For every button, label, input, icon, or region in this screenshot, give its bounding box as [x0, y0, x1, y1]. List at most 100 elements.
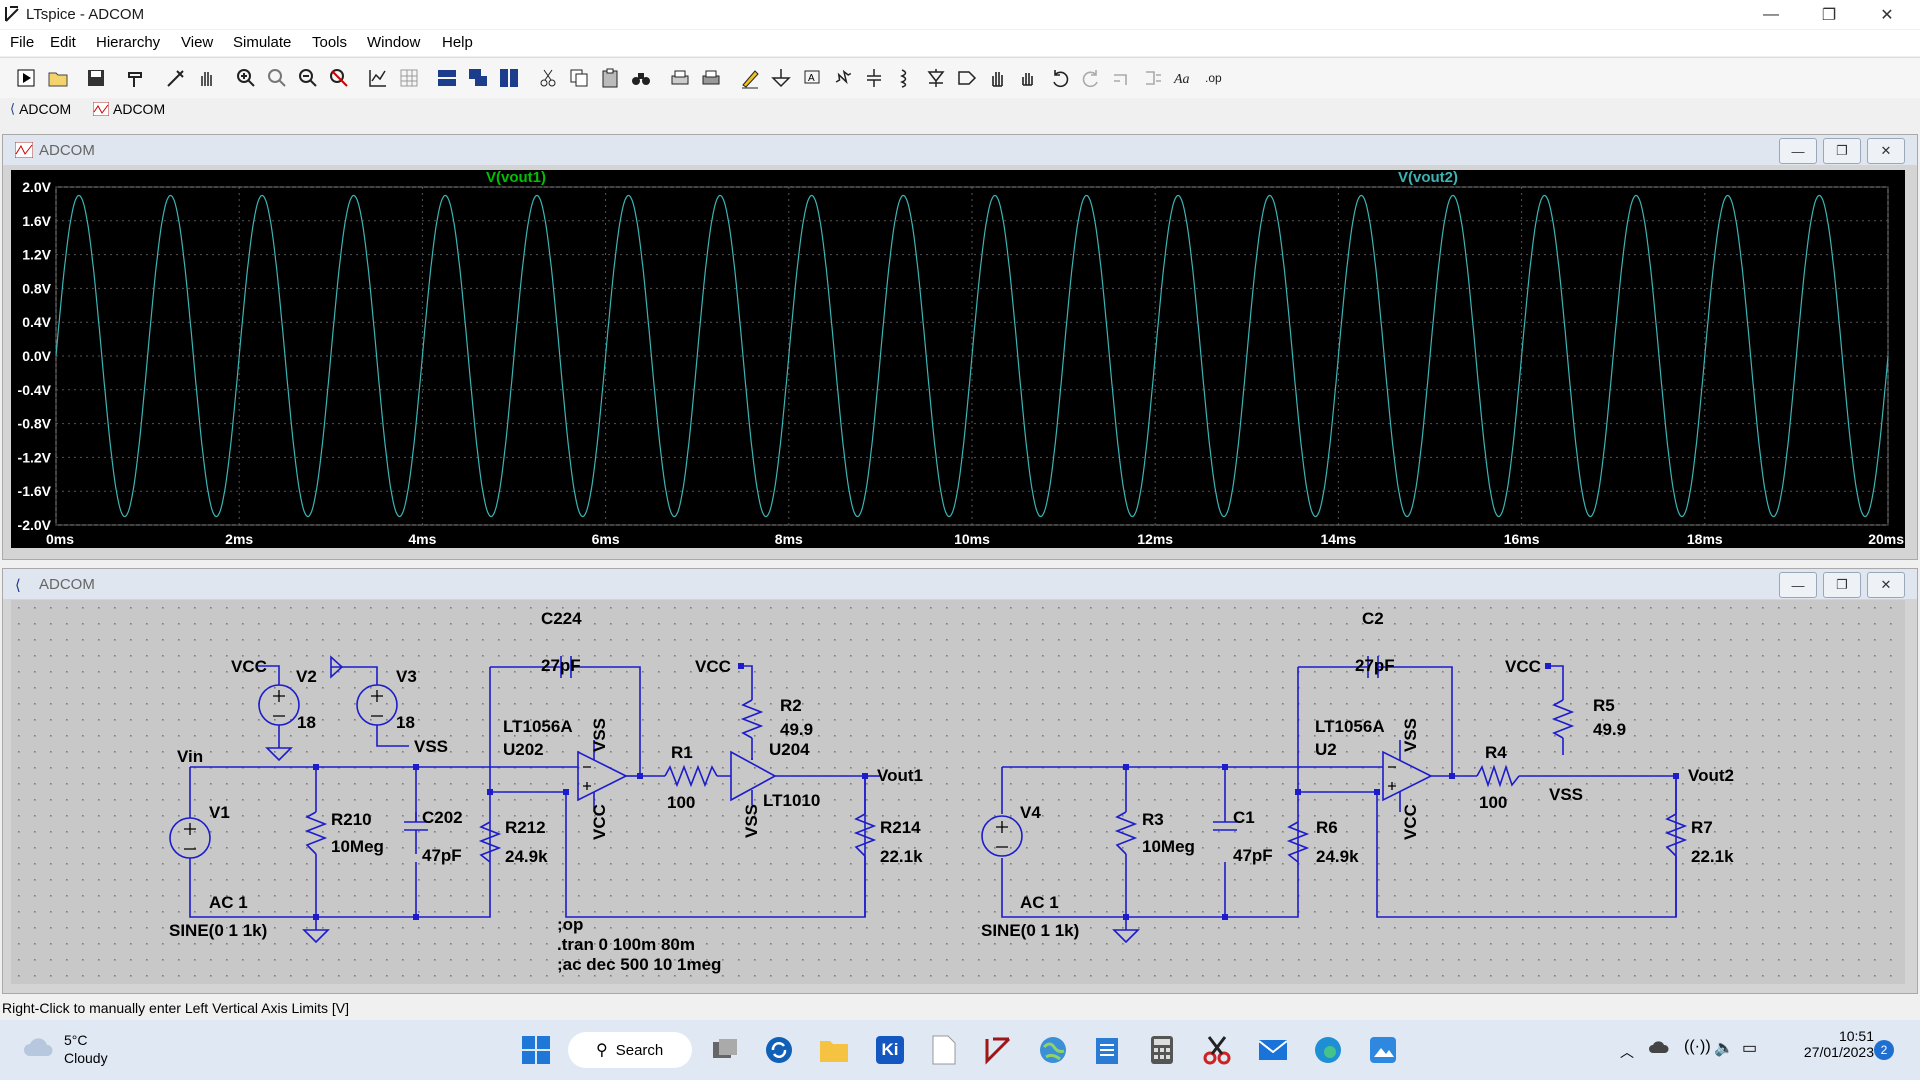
taskbar-globe-app[interactable]	[1035, 1032, 1071, 1068]
spice-directive-op[interactable]: ;op	[557, 915, 583, 934]
y-tick-label[interactable]: 0.8V	[22, 280, 51, 296]
find-button[interactable]	[627, 64, 655, 92]
y-tick-label[interactable]: 1.2V	[22, 247, 51, 263]
zoom-in-button[interactable]	[232, 64, 260, 92]
x-tick-label[interactable]: 0ms	[46, 531, 74, 547]
menu-file[interactable]: File	[10, 34, 35, 51]
x-tick-label[interactable]: 10ms	[954, 531, 990, 547]
copy-button[interactable]	[565, 64, 593, 92]
open-button[interactable]	[44, 64, 72, 92]
y-tick-label[interactable]: -0.4V	[18, 382, 52, 398]
x-tick-label[interactable]: 20ms	[1868, 531, 1904, 547]
x-tick-label[interactable]: 14ms	[1320, 531, 1356, 547]
draw-wire-button[interactable]	[736, 64, 764, 92]
show-hidden-icons-button[interactable]: ︿	[1620, 1042, 1634, 1062]
schematic-canvas[interactable]: VCC V2 V3 18 18 VSS Vin V1 AC 1 SINE(0 1…	[11, 600, 1905, 984]
save-button[interactable]	[82, 64, 110, 92]
label-net-button[interactable]: A	[798, 64, 826, 92]
text-button[interactable]: Aa	[1170, 64, 1198, 92]
x-tick-label[interactable]: 12ms	[1137, 531, 1173, 547]
y-tick-label[interactable]: -0.8V	[18, 416, 52, 432]
component-button[interactable]	[953, 64, 981, 92]
taskbar-ltspice[interactable]	[980, 1032, 1016, 1068]
clock[interactable]: 10:51 27/01/2023	[1784, 1028, 1874, 1060]
cascade-button[interactable]	[464, 64, 492, 92]
waveform-maximize-button[interactable]: ❐	[1823, 138, 1861, 164]
undo-button[interactable]	[1046, 64, 1074, 92]
x-tick-label[interactable]: 2ms	[225, 531, 253, 547]
taskbar-notepad-file[interactable]	[926, 1032, 962, 1068]
paste-button[interactable]	[596, 64, 624, 92]
task-view-button[interactable]	[707, 1032, 743, 1068]
drag-button[interactable]	[1015, 64, 1043, 92]
y-tick-label[interactable]: -2.0V	[18, 517, 52, 533]
spice-directive-button[interactable]: .op	[1201, 64, 1229, 92]
zoom-fit-button[interactable]	[263, 64, 291, 92]
inductor-button[interactable]	[891, 64, 919, 92]
tile-vertical-button[interactable]	[495, 64, 523, 92]
pan-button[interactable]	[193, 64, 221, 92]
trace-label-vout2[interactable]: V(vout2)	[1398, 169, 1458, 186]
autorange-button[interactable]	[364, 64, 392, 92]
y-tick-label[interactable]: 1.6V	[22, 213, 51, 229]
wifi-tray-icon[interactable]: ((·))	[1684, 1038, 1711, 1056]
spice-directive-tran[interactable]: .tran 0 100m 80m	[557, 935, 695, 954]
taskbar-file-explorer[interactable]	[816, 1032, 852, 1068]
tab-waveform[interactable]: ADCOM	[93, 101, 165, 117]
trace-vout2-line[interactable]	[55, 194, 1889, 518]
menu-window[interactable]: Window	[367, 34, 421, 51]
menu-edit[interactable]: Edit	[50, 34, 76, 51]
tile-horizontal-button[interactable]	[433, 64, 461, 92]
start-button[interactable]	[518, 1032, 554, 1068]
ground-button[interactable]	[767, 64, 795, 92]
diode-button[interactable]	[922, 64, 950, 92]
y-tick-label[interactable]: 2.0V	[22, 179, 51, 195]
print-preview-button[interactable]	[666, 64, 694, 92]
run-button[interactable]	[12, 64, 40, 92]
onedrive-tray-icon[interactable]	[1648, 1040, 1670, 1059]
tab-schematic[interactable]: ⟨ ADCOM	[10, 101, 71, 117]
taskbar-edge[interactable]	[1310, 1032, 1346, 1068]
y-tick-label[interactable]: 0.4V	[22, 314, 51, 330]
zoom-cancel-button[interactable]	[325, 64, 353, 92]
waveform-close-button[interactable]: ✕	[1867, 138, 1905, 164]
rotate-button[interactable]	[1108, 64, 1136, 92]
minimize-button[interactable]: —	[1742, 0, 1800, 29]
y-tick-label[interactable]: -1.6V	[18, 483, 52, 499]
trace-label-vout1[interactable]: V(vout1)	[486, 169, 546, 186]
grid-button[interactable]	[395, 64, 423, 92]
taskbar-edge-dev[interactable]	[761, 1032, 797, 1068]
waveform-plot-area[interactable]: V(vout1) V(vout2) 2.0V 1.6V 1.2V 0.8V 0.4V 0.…	[11, 169, 1905, 548]
schematic-maximize-button[interactable]: ❐	[1823, 572, 1861, 598]
taskbar-notepad[interactable]	[1089, 1032, 1125, 1068]
battery-tray-icon[interactable]: ▭	[1742, 1038, 1757, 1058]
x-tick-label[interactable]: 18ms	[1687, 531, 1723, 547]
control-panel-button[interactable]	[122, 64, 150, 92]
menu-view[interactable]: View	[181, 34, 214, 51]
x-tick-label[interactable]: 16ms	[1504, 531, 1540, 547]
x-tick-label[interactable]: 4ms	[408, 531, 436, 547]
taskbar-photos[interactable]	[1365, 1032, 1401, 1068]
capacitor-button[interactable]	[860, 64, 888, 92]
print-button[interactable]	[697, 64, 725, 92]
y-tick-label[interactable]: -1.2V	[18, 449, 52, 465]
taskbar-mail[interactable]	[1255, 1032, 1291, 1068]
weather-widget[interactable]: 5°C Cloudy	[22, 1032, 108, 1066]
probe-button[interactable]	[162, 64, 190, 92]
menu-hierarchy[interactable]: Hierarchy	[96, 34, 161, 51]
y-tick-label[interactable]: 0.0V	[22, 348, 51, 364]
waveform-minimize-button[interactable]: —	[1779, 138, 1817, 164]
menu-simulate[interactable]: Simulate	[233, 34, 292, 51]
resistor-button[interactable]	[829, 64, 857, 92]
taskbar-calculator[interactable]	[1144, 1032, 1180, 1068]
zoom-out-button[interactable]	[294, 64, 322, 92]
close-button[interactable]: ✕	[1858, 0, 1916, 29]
menu-tools[interactable]: Tools	[312, 34, 348, 51]
notification-badge[interactable]: 2	[1874, 1040, 1894, 1060]
spice-directive-ac[interactable]: ;ac dec 500 10 1meg	[557, 955, 721, 974]
taskbar-ki-app[interactable]: Ki	[872, 1032, 908, 1068]
x-tick-label[interactable]: 6ms	[592, 531, 620, 547]
cut-button[interactable]	[534, 64, 562, 92]
menu-help[interactable]: Help	[442, 34, 473, 51]
redo-button[interactable]	[1077, 64, 1105, 92]
